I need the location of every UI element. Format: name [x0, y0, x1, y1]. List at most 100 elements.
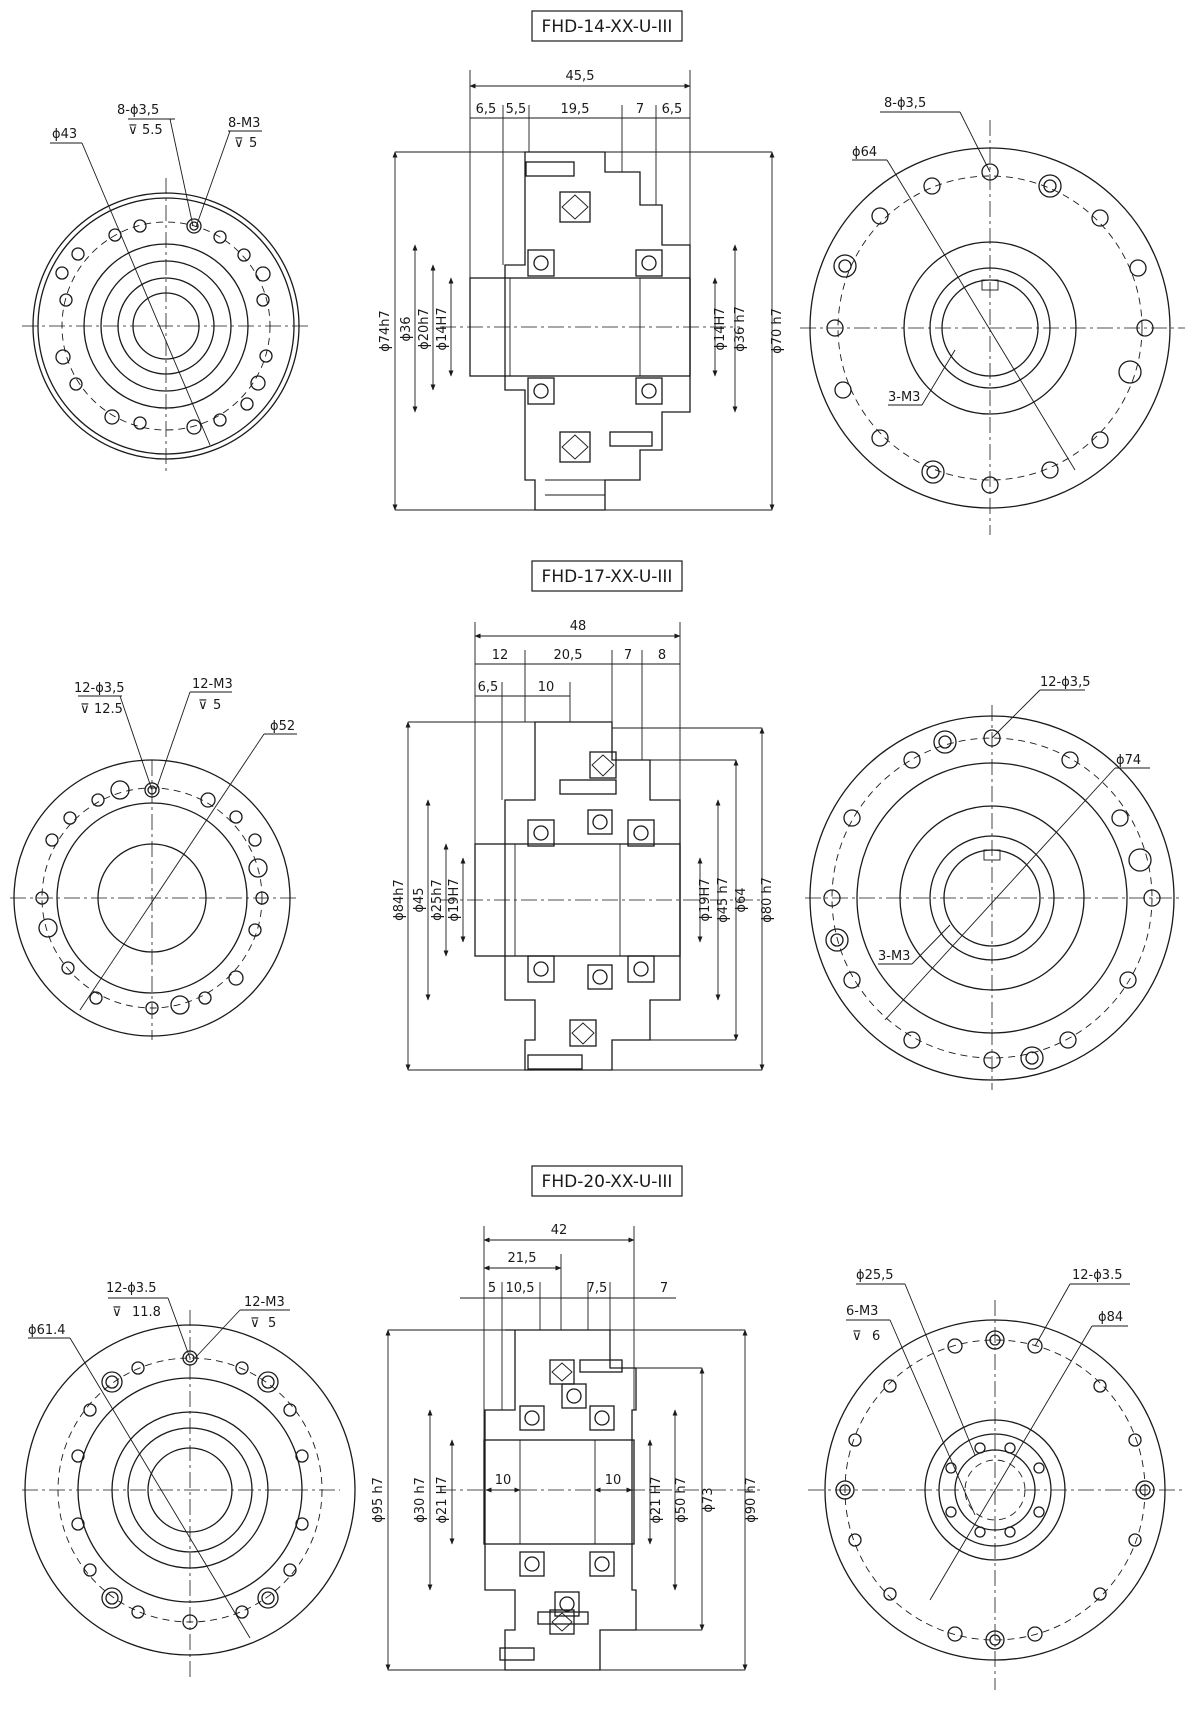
dim-label: ϕ50 h7 [674, 1477, 689, 1523]
dim-label: 7 [624, 648, 632, 663]
diameter-dimensions: ϕ84h7 ϕ45 ϕ25h7 ϕ19H7 ϕ19H7 ϕ45 h7 ϕ64 ϕ… [392, 721, 775, 1071]
front-view-right: 12-ϕ3,5 ϕ74 3-M3 [805, 675, 1180, 1090]
dim-label: 6,5 [476, 102, 497, 117]
callout-depth-icon: ⊽ [250, 1316, 260, 1331]
bolt-holes [71, 1350, 309, 1630]
callout-label: ϕ52 [270, 719, 295, 734]
dim-label: 6,5 [662, 102, 683, 117]
callout-label: ϕ84 [1098, 1310, 1123, 1325]
callout-depth-icon: ⊽ [112, 1305, 122, 1320]
callout-label: 12-M3 [244, 1295, 285, 1310]
drawing-fhd-20: FHD-20-XX-U-III [22, 1165, 1182, 1690]
width-dimensions: 45,5 6,5 5,5 19,5 7 6,5 [469, 69, 691, 278]
dim-label: ϕ36 [399, 316, 414, 341]
callout-label: 12-ϕ3.5 [1072, 1268, 1122, 1283]
callout-label: 8-ϕ3,5 [884, 96, 926, 111]
callout-label: 3-M3 [888, 390, 920, 405]
callout-label: 12-M3 [192, 677, 233, 692]
callouts: 12-ϕ3,5 ⊽ 12.5 12-M3 ⊽ 5 ϕ52 [74, 677, 297, 1011]
bolt-holes [35, 780, 269, 1015]
title-box: FHD-17-XX-U-III [531, 560, 683, 592]
title-box: FHD-14-XX-U-III [531, 10, 683, 42]
callout-label: 8-ϕ3,5 [117, 103, 159, 118]
callout-label: 12.5 [94, 702, 123, 717]
dim-label: ϕ95 h7 [371, 1477, 386, 1523]
width-dimensions: 42 21,5 5 10,5 7,5 7 10 10 [460, 1223, 676, 1493]
dim-label: ϕ25h7 [430, 879, 445, 921]
inner-holes [945, 1442, 1045, 1538]
front-view-right: ϕ25,5 6-M3 ⊽ 6 12-ϕ3.5 ϕ84 [808, 1268, 1182, 1690]
callout-label: ϕ64 [852, 145, 877, 160]
dim-label: ϕ21 H7 [435, 1476, 450, 1523]
drawing-fhd-14: FHD-14-XX-U-III [22, 10, 1185, 535]
callout-label: 5 [213, 698, 221, 713]
dim-label: 45,5 [566, 69, 595, 84]
dim-label: ϕ73 [701, 1487, 716, 1512]
callout-depth-icon: ⊽ [852, 1329, 862, 1344]
dim-label: ϕ70 h7 [770, 308, 785, 354]
callout-label: 11.8 [132, 1305, 161, 1320]
callout-label: 6 [872, 1329, 880, 1344]
callout-label: ϕ25,5 [856, 1268, 894, 1283]
callout-label: 12-ϕ3.5 [106, 1281, 156, 1296]
callout-label: 5 [249, 136, 257, 151]
width-dimensions: 48 12 20,5 7 8 6,5 10 [474, 619, 681, 844]
bolt-holes [55, 218, 273, 435]
dim-label: ϕ74h7 [378, 310, 393, 352]
dim-label: 6,5 [478, 680, 499, 695]
callout-label: 12-ϕ3,5 [74, 681, 124, 696]
callout-label: 8-M3 [228, 116, 260, 131]
drawing-fhd-17: FHD-17-XX-U-III [10, 560, 1180, 1090]
callout-depth-icon: ⊽ [80, 702, 90, 717]
callouts: 12-ϕ3,5 8-ϕ3,5 ϕ64 3-M3 [852, 96, 1076, 471]
dim-label: ϕ45 [412, 887, 427, 912]
front-view-left: 12-ϕ3,5 ⊽ 12.5 12-M3 ⊽ 5 ϕ52 [10, 677, 300, 1040]
dim-label: 21,5 [508, 1251, 537, 1266]
dim-label: ϕ14H7 [713, 307, 728, 350]
dim-label: 10 [538, 680, 555, 695]
dim-label: ϕ90 h7 [744, 1477, 759, 1523]
callout-label: 5 [268, 1316, 276, 1331]
bolt-holes [826, 163, 1154, 494]
callouts: ϕ25,5 6-M3 ⊽ 6 12-ϕ3.5 ϕ84 [846, 1268, 1130, 1601]
side-section-view: 42 21,5 5 10,5 7,5 7 10 10 [371, 1223, 760, 1671]
callout-label: ϕ43 [52, 127, 77, 142]
dim-label: ϕ14H7 [435, 307, 450, 350]
dim-label: ϕ80 h7 [760, 877, 775, 923]
dim-label: ϕ84h7 [392, 879, 407, 921]
callout-depth-icon: ⊽ [234, 136, 244, 151]
dim-label: 48 [570, 619, 587, 634]
dim-label: 20,5 [554, 648, 583, 663]
diameter-dimensions: ϕ95 h7 ϕ30 h7 ϕ21 H7 ϕ21 H7 ϕ50 h7 ϕ73 ϕ… [371, 1329, 759, 1671]
callout-label: ϕ61.4 [28, 1323, 66, 1338]
dim-label: ϕ45 h7 [716, 877, 731, 923]
callouts: ϕ43 8-ϕ3,5 ⊽ 5.5 8-M3 ⊽ 5 [50, 103, 262, 446]
dim-label: 10,5 [506, 1281, 535, 1296]
callout-label: 3-M3 [878, 949, 910, 964]
dim-label: ϕ19H7 [698, 878, 713, 921]
dim-label: ϕ20h7 [417, 308, 432, 350]
callout-depth-icon: ⊽ [198, 698, 208, 713]
dim-label: ϕ36 h7 [733, 306, 748, 352]
callout-label: 12-ϕ3,5 [1040, 675, 1090, 690]
dim-label: ϕ64 [734, 887, 749, 912]
diameter-dimensions: ϕ74h7 ϕ36 ϕ20h7 ϕ14H7 ϕ14H7 ϕ36 h7 ϕ70 h… [378, 151, 785, 511]
dim-label: ϕ30 h7 [413, 1477, 428, 1523]
front-view-left: ϕ43 8-ϕ3,5 ⊽ 5.5 8-M3 ⊽ 5 [22, 103, 310, 475]
dim-label: 7 [660, 1281, 668, 1296]
front-view-right: 12-ϕ3,5 8-ϕ3,5 ϕ64 3-M3 [800, 96, 1185, 535]
dim-label: 7 [636, 102, 644, 117]
dim-label: 7,5 [587, 1281, 608, 1296]
dim-label: 42 [551, 1223, 568, 1238]
dim-label: ϕ19H7 [447, 878, 462, 921]
side-section-view: 48 12 20,5 7 8 6,5 10 ϕ84h7 ϕ45 [392, 619, 775, 1071]
drawing-title: FHD-17-XX-U-III [542, 567, 673, 587]
callout-label: 5.5 [142, 123, 163, 138]
callouts: 12-ϕ3,5 ϕ74 3-M3 [878, 675, 1150, 1021]
dim-label: 5 [488, 1281, 496, 1296]
bolt-holes [835, 1330, 1155, 1650]
dim-label: 5,5 [506, 102, 527, 117]
dim-label: 10 [605, 1473, 622, 1488]
callout-depth-icon: ⊽ [128, 123, 138, 138]
